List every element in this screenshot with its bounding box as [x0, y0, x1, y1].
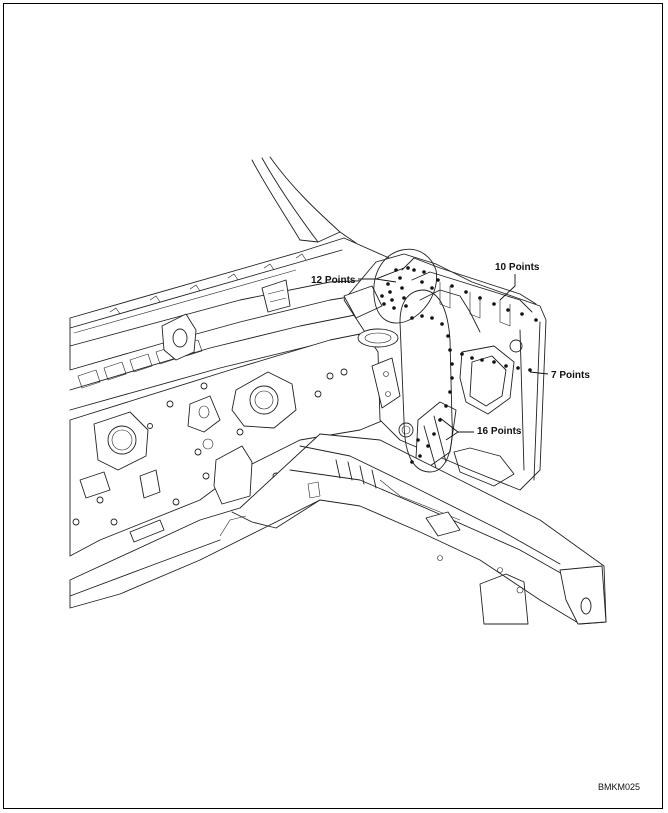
weld-dots-7 — [460, 352, 532, 372]
front-side-member — [69, 433, 607, 625]
a-pillar-outline — [251, 156, 357, 244]
weld-callout-7: 7 Points — [551, 370, 590, 381]
figure-code: BMKM025 — [598, 782, 640, 792]
weld-callout-10: 10 Points — [495, 262, 540, 273]
weld-dots-16 — [410, 314, 454, 464]
weld-dots-12 — [380, 266, 410, 310]
cowl-panel — [69, 237, 403, 411]
callout-leaders — [358, 267, 549, 441]
front-apron — [343, 253, 547, 491]
cowl-brackets — [161, 279, 291, 361]
dash-panel — [69, 329, 393, 557]
weld-callout-12: 12 Points — [311, 275, 356, 286]
weld-dots-10 — [412, 268, 538, 322]
weld-callout-16: 16 Points — [477, 426, 522, 437]
weld-zone-outlines — [373, 248, 453, 473]
figure-frame — [3, 3, 663, 809]
